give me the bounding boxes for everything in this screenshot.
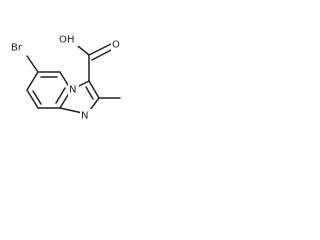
hydroxyl-mask <box>57 33 79 46</box>
bromine-label: Br <box>11 43 23 54</box>
ring-nitrogen-label: N <box>81 111 88 122</box>
bond-c7-c8-inner <box>32 90 42 105</box>
hydroxyl-oxygen-label: O <box>59 35 67 46</box>
bond-c3-c2-inner <box>85 86 94 100</box>
bond-c6-c7 <box>26 71 39 91</box>
bridge-nitrogen-label: N <box>69 85 76 96</box>
bridge-nitrogen-mask <box>68 84 79 97</box>
ring-nitrogen-mask <box>80 109 92 122</box>
bond-c8a-n4-inner <box>55 87 66 104</box>
hydroxyl-hydrogen-label: H <box>67 35 75 46</box>
bonds-group <box>26 41 121 115</box>
molecule-structure-diagram: Br N N O H O <box>10 33 123 122</box>
bond-carboxyl-o-double-b <box>91 48 114 61</box>
carbonyl-oxygen-label: O <box>112 40 120 51</box>
bond-c3-c2 <box>88 80 100 99</box>
bond-c7-c8 <box>26 89 39 109</box>
carbonyl-oxygen-mask <box>111 38 123 51</box>
bond-c6-br <box>26 55 39 73</box>
bond-carboxyl-o-double-a <box>88 43 112 56</box>
atom-labels-group: Br N N O H O <box>10 33 123 122</box>
bromine-mask <box>10 41 32 54</box>
